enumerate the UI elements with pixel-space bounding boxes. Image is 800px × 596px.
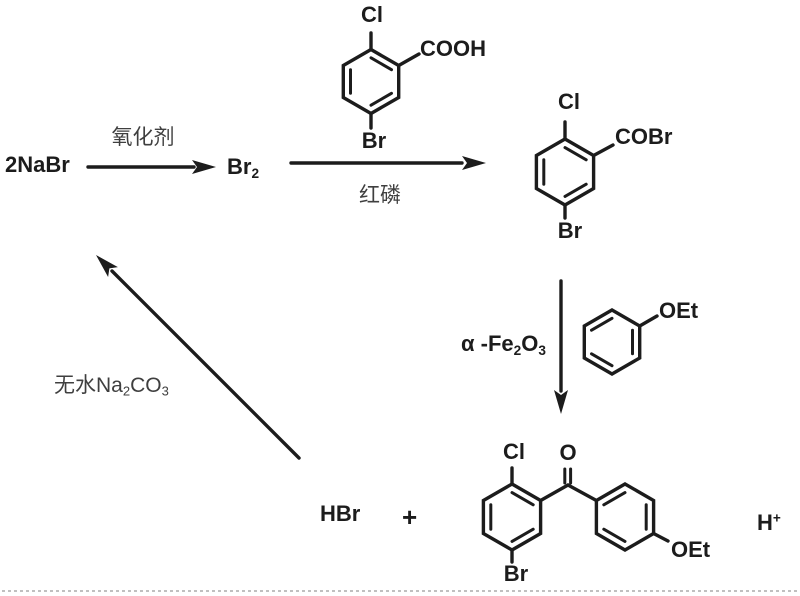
carbonyl-group — [563, 467, 599, 503]
proton-main: H — [757, 510, 773, 535]
recycle-sub1: 2 — [122, 383, 131, 399]
arrowhead — [96, 255, 118, 277]
br2-subscript: 2 — [251, 165, 260, 181]
ring-acyl-bromide — [534, 120, 615, 220]
ring-product-right — [594, 482, 670, 552]
red-phosphorus-label: 红磷 — [359, 184, 401, 207]
recycle-part1: 无水Na — [54, 374, 123, 397]
phenetole-oet-label: OEt — [659, 298, 699, 323]
br2-label: Br2 — [227, 154, 260, 181]
ring-product-left — [481, 466, 570, 564]
reaction-arrow-2 — [289, 156, 486, 170]
proton-label: H+ — [757, 510, 781, 535]
acyl-bromide-cobr-label: COBr — [615, 124, 673, 149]
catalyst-sub2: 3 — [538, 342, 546, 358]
reactant-2nabr-label: 2NaBr — [5, 152, 70, 177]
reaction-arrow-1 — [86, 160, 216, 174]
benzoic-acid-cl-label: Cl — [361, 2, 383, 27]
recycle-na2co3-label: 无水Na2CO3 — [54, 374, 169, 399]
plus-sign: + — [402, 502, 418, 532]
arrowhead — [192, 160, 216, 174]
recycle-arrow — [96, 255, 301, 460]
arrowhead — [554, 390, 568, 414]
hbr-label: HBr — [320, 501, 361, 526]
recycle-part2: CO — [130, 374, 162, 397]
catalyst-part1: α -Fe — [461, 331, 514, 356]
catalyst-sub1: 2 — [513, 342, 522, 358]
product-oet-label: OEt — [671, 537, 711, 562]
ring-phenetole — [582, 308, 659, 376]
catalyst-part2: O — [521, 331, 539, 356]
benzoic-acid-br-label: Br — [361, 128, 387, 153]
reaction-arrow-3 — [554, 279, 568, 414]
acyl-bromide-br-label: Br — [557, 218, 583, 243]
br2-main: Br — [227, 154, 252, 179]
product-br-label: Br — [503, 561, 529, 586]
product-cl-label: Cl — [503, 439, 525, 464]
oxidant-label: 氧化剂 — [111, 126, 175, 149]
proton-superscript: + — [772, 510, 781, 526]
catalyst-fe2o3-label: α -Fe2O3 — [461, 331, 546, 358]
ring-benzoic-acid — [341, 31, 421, 130]
product-carbonyl-o-label: O — [559, 440, 577, 465]
arrowhead — [462, 156, 486, 170]
acyl-bromide-cl-label: Cl — [558, 89, 580, 114]
benzoic-acid-cooh-label: COOH — [420, 36, 486, 61]
recycle-sub2: 3 — [161, 383, 169, 399]
